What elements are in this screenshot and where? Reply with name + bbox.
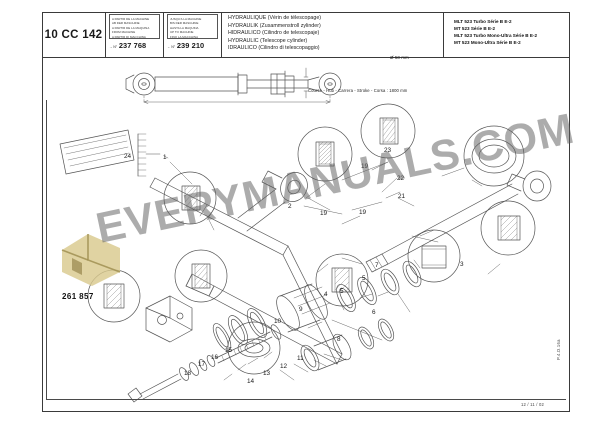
callout-number: 16 <box>211 354 219 361</box>
model-line-3: MLT 523 Turbo Mono-Ultra Série B E-2 <box>454 33 538 38</box>
gland-bush-stack <box>300 318 395 372</box>
model-line-1: MLT 523 Turbo Série B E-2 <box>454 19 512 24</box>
callout-number: 18 <box>184 370 192 377</box>
callout-number: 19 <box>359 209 367 216</box>
callout-number: 1 <box>163 154 167 161</box>
machine-range-from-box: A PARTIR DE LA MACHINE AB DER MASCHINE A… <box>109 14 160 39</box>
description-es: HIDRAULICO (Cilindro de telescopaje) <box>228 30 320 37</box>
description-en: HYDRAULIC (Telescope cylinder) <box>228 37 308 44</box>
page-reference-code: P.4.D.16a <box>556 339 561 360</box>
description-de: HYDRAULIK (Zusammenstroll zylinder) <box>228 22 321 29</box>
callout-number: 9 <box>299 306 303 313</box>
machine-range-from-serial: → N° 237 768 <box>109 41 160 50</box>
catalog-code-cell: 10 CC 142 <box>42 12 106 58</box>
callout-number: 22 <box>397 175 405 182</box>
callout-number: 7 <box>375 262 379 269</box>
description-it: IDRAULICO (Cilindro di telescopaggio) <box>228 45 320 52</box>
callout-number: 5 <box>362 275 366 282</box>
bolt-pin-assembly <box>127 324 282 403</box>
catalog-code: 10 CC 142 <box>44 29 103 41</box>
callout-number: 21 <box>398 193 406 200</box>
exploded-view-drawing <box>42 58 570 412</box>
callout-number: 24 <box>124 153 132 160</box>
range-to-line-4: UP TO MACHINE <box>170 30 194 35</box>
page-frame <box>42 12 570 412</box>
range-to-line-1: JUSQU'A LA MACHINE <box>170 16 202 21</box>
machine-range-to-serial: ← N° 239 210 <box>167 41 218 50</box>
header-band: 10 CC 142 A PARTIR DE LA MACHINE AB DER … <box>42 12 570 58</box>
model-list-cell: MLT 523 Turbo Série B E-2 MT 523 Série B… <box>444 12 570 58</box>
range-from-line-4: FROM MACHINE <box>112 30 136 35</box>
callout-number: 15 <box>225 347 233 354</box>
callout-number: 2 <box>288 203 292 210</box>
detail-bubbles <box>87 103 536 375</box>
callout-number: 23 <box>384 147 392 154</box>
callout-number: 5 <box>340 288 344 295</box>
range-from-line-2: AB DER MASCHINE <box>112 21 140 26</box>
cylinder-stroke-label: Course - Hub - Carrera - Stroke - Corsa … <box>308 88 408 93</box>
machine-range-to-box: JUSQU'A LA MACHINE BIS DER MASCHINE HAST… <box>167 14 218 39</box>
range-from-line-1: A PARTIR DE LA MACHINE <box>112 16 150 21</box>
description-fr: HYDRAULIQUE (Vérin de télescopage) <box>228 15 322 21</box>
range-from-arrow: → N° <box>109 45 117 49</box>
callout-leader-lines <box>163 155 501 381</box>
callout-number: 19 <box>361 163 369 170</box>
assembly-description-cell: HYDRAULIQUE (Vérin de télescopage) HYDRA… <box>222 12 444 58</box>
reference-cylinder-top <box>125 67 342 104</box>
callout-number: 3 <box>460 261 464 268</box>
range-to-line-5: FINO LA MACCHINA <box>170 34 199 39</box>
assembly-part-number: 261 857 <box>62 292 94 301</box>
callout-number: 14 <box>247 378 255 385</box>
callout-number: 4 <box>324 291 328 298</box>
range-to-line-3: HASTA LA MAQUINA <box>170 25 199 30</box>
callout-number: 6 <box>372 309 376 316</box>
callout-number: 10 <box>274 318 282 325</box>
rod-assembly-right <box>365 170 552 273</box>
mounting-bracket-left <box>145 295 193 343</box>
cylinder-spec-strip: Ø 50 mm Course - Hub - Carrera - Stroke … <box>280 55 460 103</box>
range-from-number: 237 768 <box>118 41 147 50</box>
range-to-arrow: ← N° <box>167 45 175 49</box>
range-from-line-3: A PARTIR DE LA MAQUINA <box>112 25 150 30</box>
callout-number: 17 <box>198 361 206 368</box>
model-line-4: MT 523 Mono-Ultra Série B E-2 <box>454 40 521 45</box>
callout-number: 8 <box>337 336 341 343</box>
main-cylinder-barrel <box>149 170 343 365</box>
callout-number: 11 <box>297 355 304 362</box>
callout-number: 19 <box>320 210 328 217</box>
machine-range-from-cell: A PARTIR DE LA MACHINE AB DER MASCHINE A… <box>106 12 164 58</box>
range-to-line-2: BIS DER MASCHINE <box>170 21 199 26</box>
cylinder-diameter-label: Ø 50 mm <box>390 55 409 60</box>
range-from-line-5: A PARTIR DI MACCHINA <box>112 34 146 39</box>
range-to-number: 239 210 <box>176 41 205 50</box>
machine-range-to-cell: JUSQU'A LA MACHINE BIS DER MASCHINE HAST… <box>164 12 222 58</box>
callout-number: 12 <box>280 363 288 370</box>
revision-date: 12 / 11 / 02 <box>521 402 545 407</box>
callout-number: 13 <box>263 370 271 377</box>
model-line-2: MT 523 Série B E-2 <box>454 26 496 31</box>
decal-plate <box>59 129 161 177</box>
